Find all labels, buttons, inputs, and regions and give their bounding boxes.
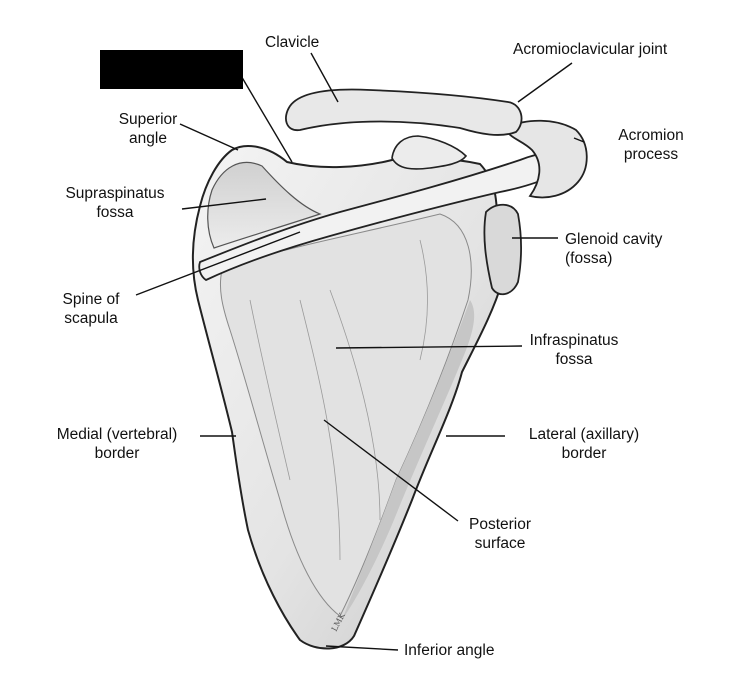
label-supraspinatus-fossa: Supraspinatus fossa	[65, 185, 165, 221]
label-lateral-border: Lateral (axillary) border	[528, 426, 640, 462]
label-posterior-surface: Posterior surface	[468, 516, 532, 552]
label-spine-of-scapula: Spine of scapula	[62, 291, 120, 327]
clavicle-shape	[285, 88, 523, 136]
lateral-ridge-shade	[342, 300, 475, 620]
label-infraspinatus-fossa: Infraspinatus fossa	[529, 332, 619, 368]
label-inferior-angle: Inferior angle	[404, 642, 495, 659]
leader-lines	[135, 52, 585, 651]
label-acromioclavicular-joint: Acromioclavicular joint	[513, 41, 668, 58]
label-glenoid-cavity: Glenoid cavity (fossa)	[565, 231, 663, 267]
label-clavicle: Clavicle	[265, 34, 320, 51]
label-medial-border: Medial (vertebral) border	[56, 426, 178, 462]
supraspinatus-fossa-shape	[207, 161, 322, 249]
coracoid-shape	[391, 135, 468, 170]
glenoid-shape	[483, 203, 522, 296]
acromion-shape	[504, 119, 588, 199]
label-acromion-process: Acromion process	[618, 127, 684, 163]
infraspinatus-fossa-shape	[219, 213, 472, 617]
redacted-label-box	[100, 50, 243, 89]
label-superior-angle: Superior angle	[118, 111, 178, 147]
